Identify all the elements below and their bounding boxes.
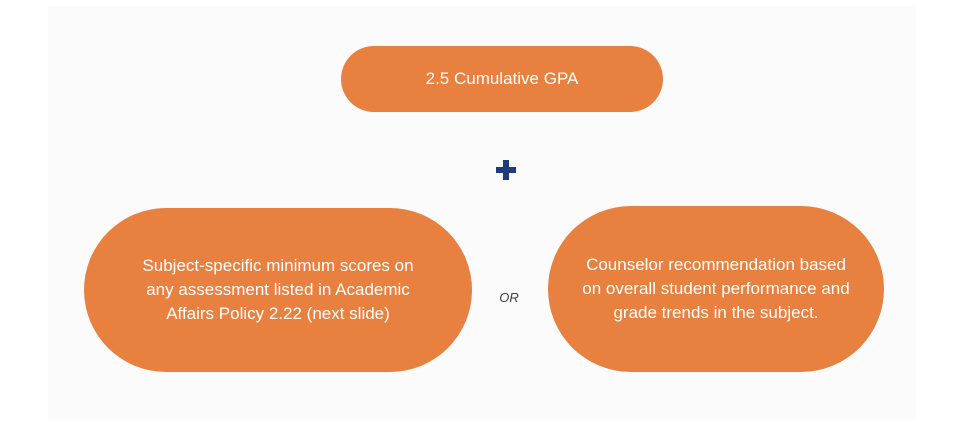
assessment-scores-box: Subject-specific minimum scores on any a… [84,208,472,372]
plus-icon [496,160,516,180]
or-label: OR [499,290,519,305]
counselor-recommendation-text: Counselor recommendation based on overal… [582,255,850,322]
gpa-requirement-text: 2.5 Cumulative GPA [425,69,579,88]
assessment-scores-text: Subject-specific minimum scores on any a… [142,256,414,323]
counselor-recommendation-box: Counselor recommendation based on overal… [548,206,884,372]
gpa-requirement-box: 2.5 Cumulative GPA [341,46,663,112]
